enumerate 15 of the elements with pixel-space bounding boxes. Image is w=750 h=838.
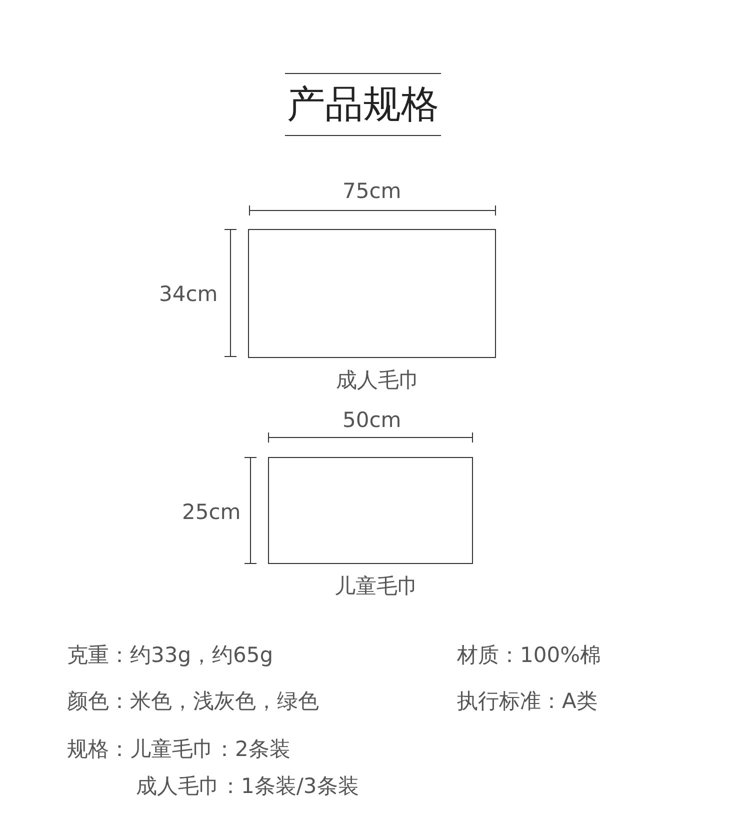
- spec-text: 规格：儿童毛巾：2条装: [67, 736, 290, 762]
- title: 产品规格: [287, 82, 439, 126]
- dimension-label: 75cm: [342, 178, 402, 204]
- spec-text: 克重：约33g，约65g: [67, 642, 274, 668]
- spec-text: 颜色：米色，浅灰色，绿色: [67, 688, 319, 714]
- dimension-label: 50cm: [342, 407, 402, 433]
- dimension-label: 25cm: [182, 499, 241, 525]
- spec-text: 材质：100%棉: [457, 642, 602, 668]
- towel-outline: [268, 457, 473, 564]
- spec-text: 成人毛巾：1条装/3条装: [136, 773, 359, 799]
- dimension-label: 34cm: [159, 281, 218, 307]
- node-label: 儿童毛巾: [334, 573, 418, 599]
- spec-text: 执行标准：A类: [457, 688, 598, 714]
- node-label: 成人毛巾: [336, 367, 420, 393]
- towel-outline: [248, 229, 496, 358]
